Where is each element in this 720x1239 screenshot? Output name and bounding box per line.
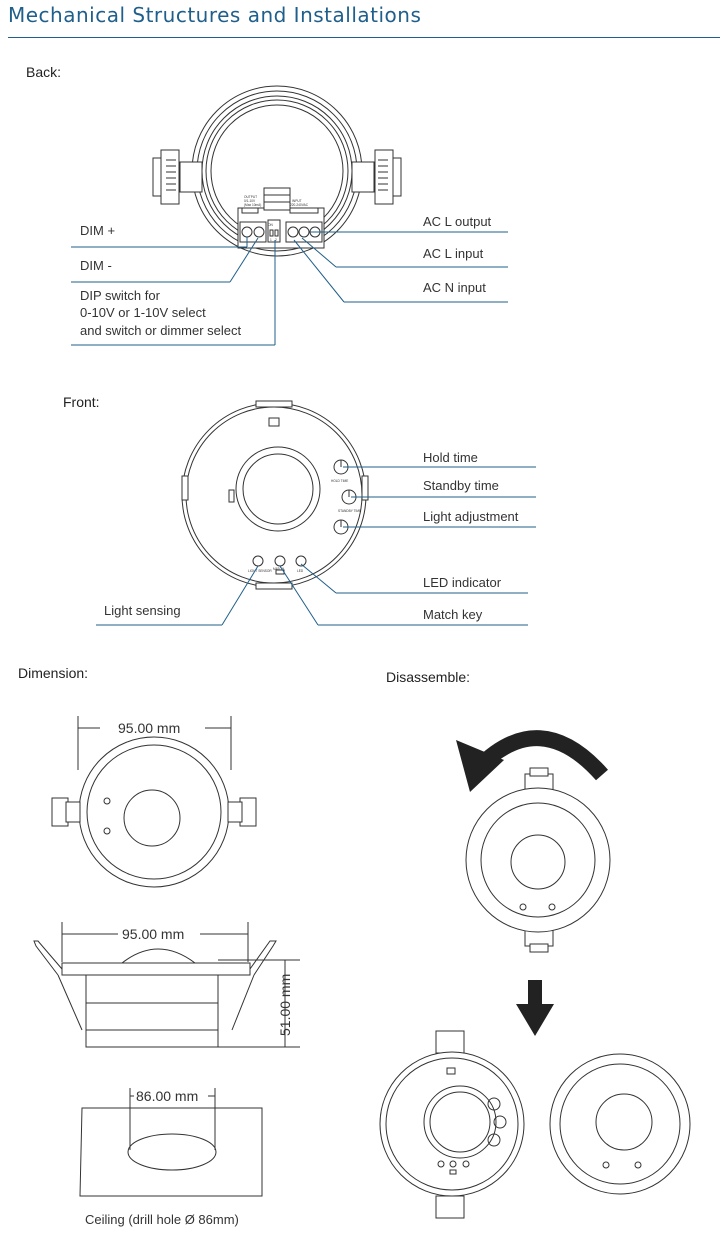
dimension-ceiling-hole	[79, 1088, 263, 1197]
dip-1-label: 1	[270, 238, 272, 242]
front-hold-time-text: HOLD TIME	[331, 479, 348, 483]
down-arrow-icon	[516, 980, 554, 1036]
section-dimension-title: Dimension:	[18, 665, 88, 681]
dimension-side-view	[33, 922, 300, 1048]
section-back-title: Back:	[26, 64, 61, 80]
dim-width-top: 95.00 mm	[118, 720, 180, 736]
front-light-sensor-text: LIGHT SENSOR	[248, 569, 272, 573]
disassemble-rotated-device	[465, 767, 611, 953]
page-title: Mechanical Structures and Installations	[8, 3, 422, 27]
front-view-device	[181, 400, 369, 590]
label-hold-time: Hold time	[423, 450, 478, 465]
label-dip-line3: and switch or dimmer select	[80, 323, 241, 338]
label-ac-l-input: AC L input	[423, 246, 484, 261]
label-dim-minus: DIM -	[80, 258, 112, 273]
ceiling-caption: Ceiling (drill hole Ø 86mm)	[85, 1212, 239, 1227]
dip-2-label: 2	[275, 238, 277, 242]
label-match-key: Match key	[423, 607, 483, 622]
terminal-output-range: 0/1-10V	[244, 199, 256, 203]
label-ac-n-input: AC N input	[423, 280, 486, 295]
section-front-title: Front:	[63, 394, 100, 410]
dim-width-side: 95.00 mm	[122, 926, 184, 942]
terminal-input-range: 220-240VAC	[290, 203, 309, 207]
back-view-device	[152, 85, 402, 257]
dim-height: 51.00 mm	[277, 974, 293, 1036]
label-dip-line2: 0-10V or 1-10V select	[80, 305, 206, 320]
front-leader-lines	[96, 466, 536, 626]
front-match-text: MATCH	[273, 567, 285, 571]
header-divider	[8, 37, 720, 38]
terminal-output-max: (Max 10mA)	[244, 203, 261, 207]
dim-hole: 86.00 mm	[136, 1088, 198, 1104]
disassemble-cover-ring	[549, 1053, 691, 1195]
label-ac-l-output: AC L output	[423, 214, 492, 229]
label-led-indicator: LED indicator	[423, 575, 502, 590]
back-leader-lines	[71, 231, 508, 346]
label-standby-time: Standby time	[423, 478, 499, 493]
terminal-input-label: INPUT	[292, 199, 302, 203]
rotate-arrow-icon	[456, 730, 608, 792]
label-dip-line1: DIP switch for	[80, 288, 161, 303]
label-light-adjustment: Light adjustment	[423, 509, 519, 524]
dip-on-label: ON	[268, 223, 273, 227]
front-standby-time-text: STANDBY TIME	[338, 509, 361, 513]
label-light-sensing: Light sensing	[104, 603, 181, 618]
front-led-text: LED	[297, 569, 304, 573]
section-disassemble-title: Disassemble:	[386, 669, 470, 685]
terminal-output-label: OUTPUT	[244, 195, 257, 199]
disassemble-module-device	[379, 1030, 525, 1219]
label-dim-plus: DIM +	[80, 223, 115, 238]
dimension-top-view	[51, 716, 257, 888]
